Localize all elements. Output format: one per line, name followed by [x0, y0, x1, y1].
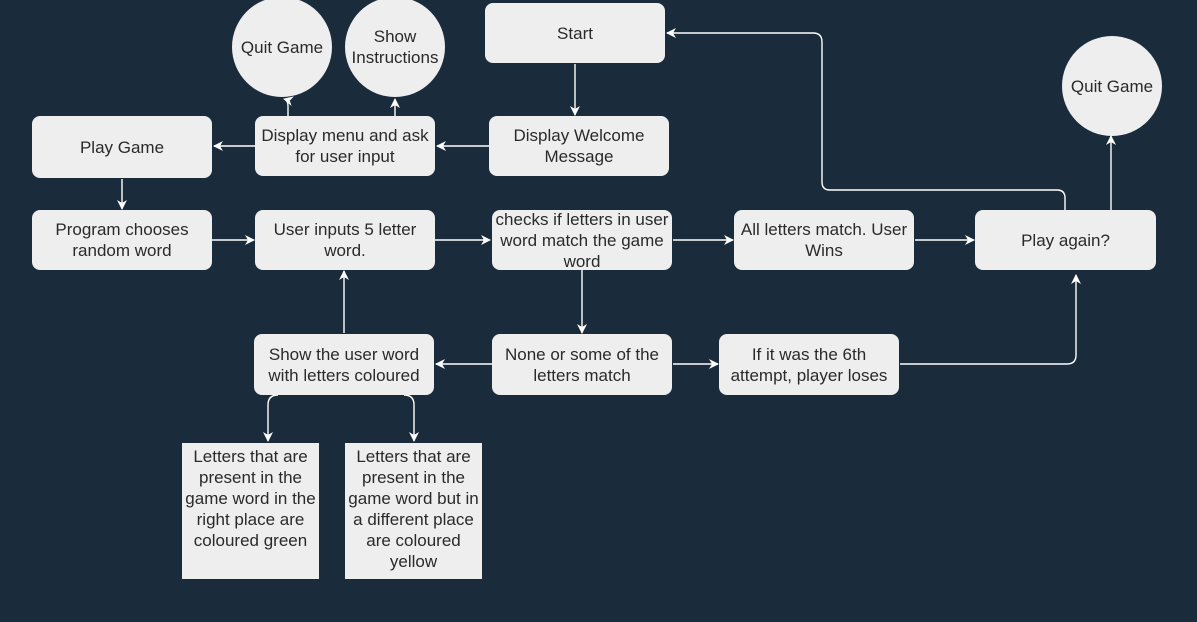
sixth-attempt-node: If it was the 6th attempt, player loses: [719, 334, 899, 395]
edge-menu-to-quit-game: [283, 96, 294, 116]
user-inputs-word-node: User inputs 5 letter word.: [255, 210, 435, 270]
yellow-rule-node: Letters that are present in the game wor…: [345, 443, 482, 579]
start-node: Start: [485, 3, 665, 63]
play-again-node: Play again?: [975, 210, 1156, 270]
all-letters-match-node: All letters match. User Wins: [734, 210, 914, 270]
green-rule-node: Letters that are present in the game wor…: [182, 443, 319, 579]
none-or-some-match-node: None or some of the letters match: [492, 334, 672, 395]
check-letters-node: checks if letters in user word match the…: [492, 210, 672, 271]
show-instructions-node: Show Instructions: [345, 0, 445, 97]
display-menu-node: Display menu and ask for user input: [255, 116, 435, 176]
show-coloured-word-node: Show the user word with letters coloured: [254, 334, 434, 395]
play-game-node: Play Game: [32, 116, 212, 178]
quit-game-node-top: Quit Game: [232, 0, 332, 97]
edge-show-coloured-to-yellow-rule: [403, 394, 419, 442]
edge-sixth-attempt-to-play-again: [900, 274, 1081, 365]
display-welcome-node: Display Welcome Message: [489, 116, 669, 176]
program-chooses-word-node: Program chooses random word: [32, 210, 212, 270]
quit-game-node-right: Quit Game: [1062, 36, 1162, 136]
edge-show-coloured-to-green-rule: [263, 394, 279, 442]
edge-play-again-to-start: [666, 28, 1066, 210]
